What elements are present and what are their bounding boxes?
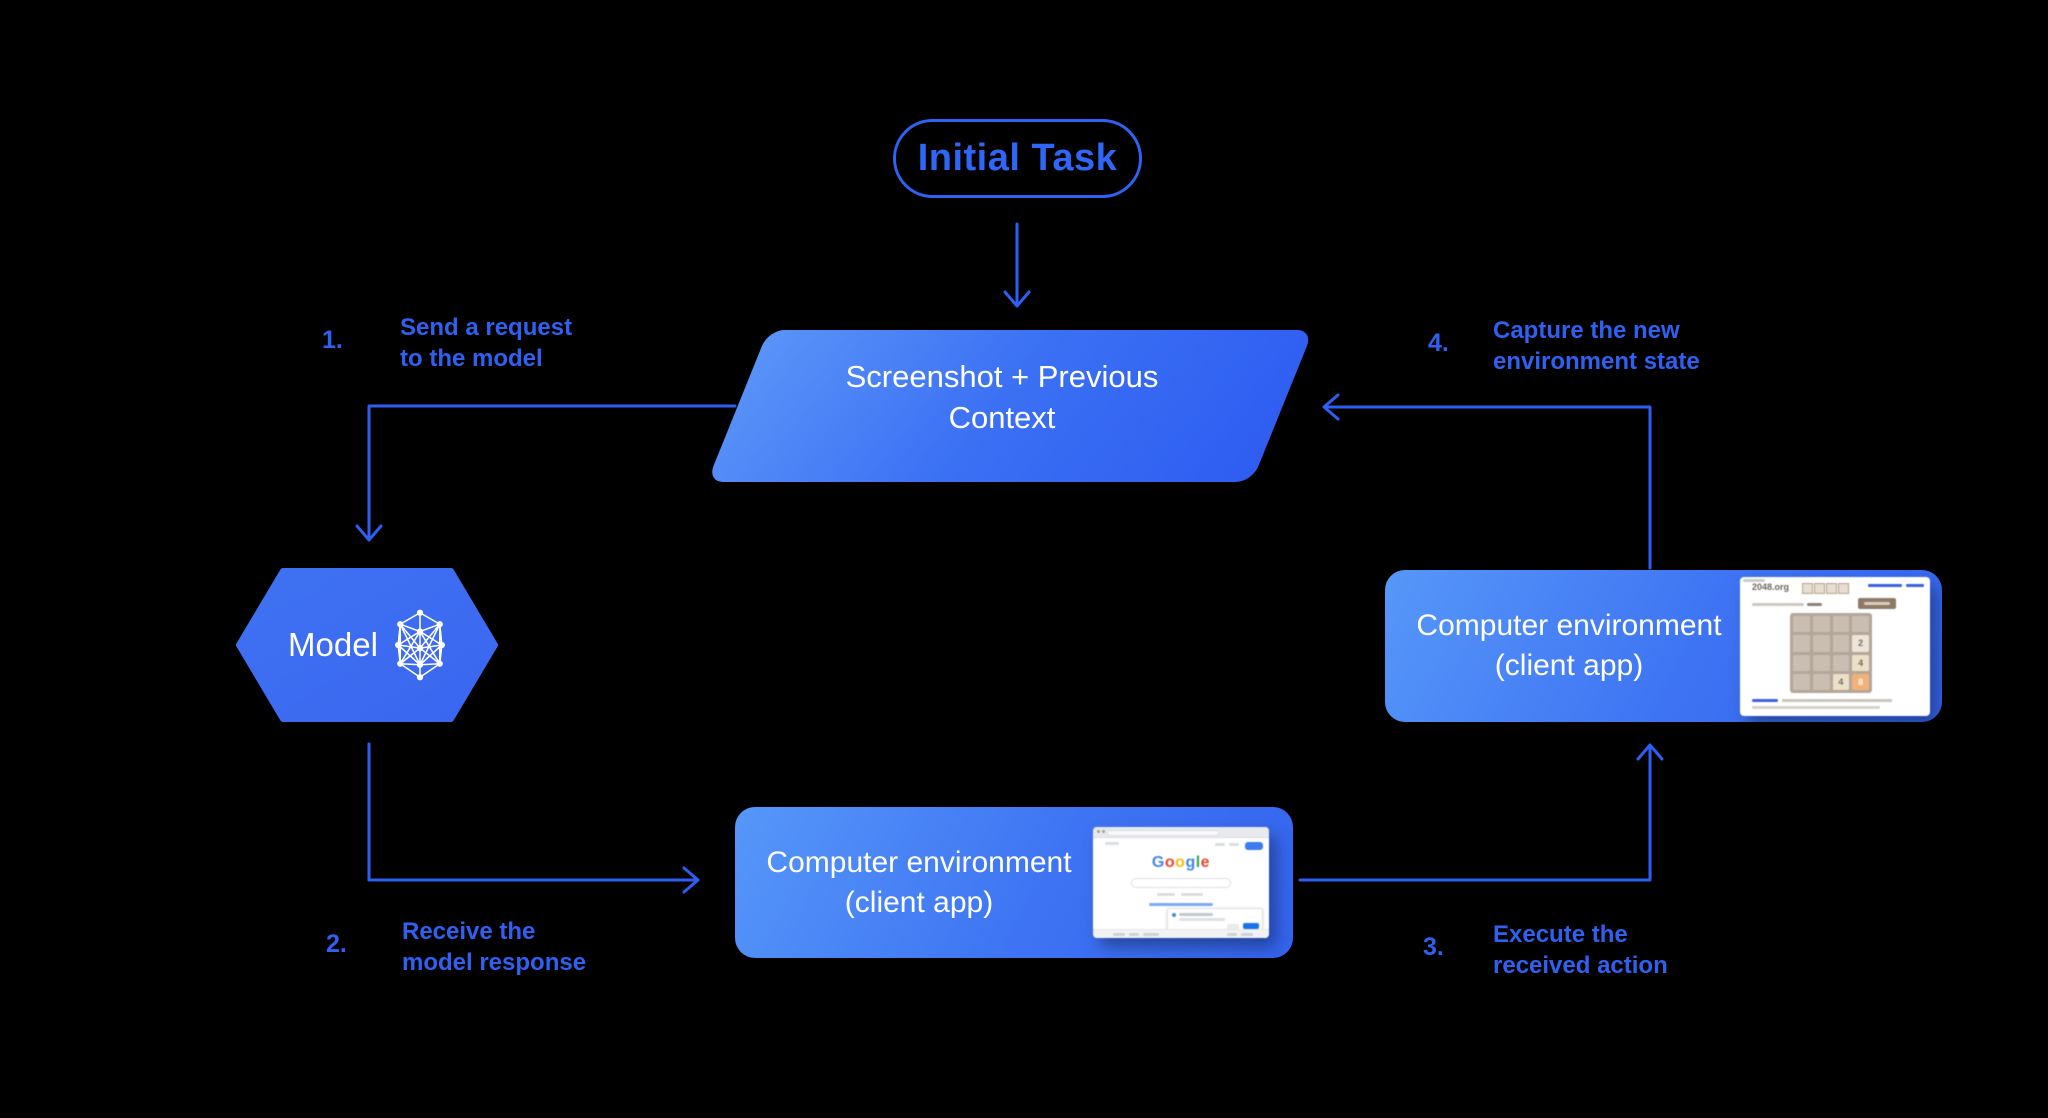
model-hexagon-shape	[236, 568, 498, 722]
arrow-context-to-model	[355, 404, 737, 542]
tile-8: 8	[1852, 673, 1869, 690]
lucky-button	[1181, 893, 1203, 896]
env-capture-node: Computer environment (client app) 2048.o…	[1385, 570, 1942, 722]
step-1-number: 1.	[322, 326, 343, 354]
new-game-label-mark	[1864, 602, 1890, 605]
tagline-mark	[1752, 603, 1804, 606]
grid-cell	[1852, 616, 1869, 633]
grid-cell	[1812, 635, 1830, 652]
grid-cell	[1793, 616, 1810, 633]
dialog-text-line	[1179, 913, 1213, 916]
tile-4: 4	[1832, 673, 1850, 690]
grid-cell	[1832, 616, 1850, 633]
step-4-number: 4.	[1428, 329, 1449, 357]
browser-topbar	[1093, 827, 1269, 838]
grid-cell	[1812, 616, 1830, 633]
new-game-button	[1858, 598, 1896, 609]
nav-link-mark	[1105, 842, 1119, 845]
logo-letter: l	[1195, 854, 1201, 871]
env-executor-node: Computer environment (client app) Google	[735, 807, 1293, 958]
logo-letter: g	[1185, 854, 1196, 871]
logo-letter: o	[1164, 854, 1176, 871]
window-control-dot	[1102, 830, 1105, 833]
game-2048-screenshot-thumbnail: 2048.org 2	[1740, 577, 1930, 716]
initial-task-node: Initial Task	[893, 119, 1142, 198]
step-3-label: Execute the received action	[1493, 921, 1668, 979]
step-3-number: 3.	[1423, 933, 1444, 961]
grid-cell	[1812, 654, 1830, 671]
browser-tab-mark	[1743, 579, 1765, 582]
arrow-model-to-env	[367, 742, 700, 894]
neural-network-icon	[394, 609, 445, 681]
grid-cell	[1793, 635, 1810, 652]
env-capture-label: Computer environment (client app)	[1416, 609, 1722, 682]
promo-link	[1149, 903, 1213, 906]
dialog-secondary-button	[1227, 924, 1239, 929]
logo-letter: e	[1200, 854, 1211, 871]
howto-link-mark	[1752, 699, 1778, 702]
top-link-mark	[1868, 584, 1902, 587]
logo-letter: G	[1151, 854, 1165, 871]
score-box	[1826, 583, 1837, 594]
google-logo: Google	[1093, 854, 1269, 872]
nav-link-mark	[1229, 843, 1239, 846]
window-control-dot	[1097, 830, 1100, 833]
top-link-mark	[1906, 584, 1924, 587]
howto-text-mark	[1752, 706, 1880, 709]
step-2-label: Receive the model response	[402, 918, 587, 976]
grid-cell	[1832, 635, 1850, 652]
tile-2: 2	[1852, 635, 1869, 652]
sign-in-dialog	[1167, 908, 1263, 933]
footer-link-mark	[1113, 933, 1125, 936]
tile-4: 4	[1852, 654, 1869, 671]
grid-cell	[1832, 654, 1850, 671]
step-1-label: Send a request to the model	[400, 314, 573, 372]
screenshot-context-label: Screenshot + Previous Context	[845, 359, 1159, 435]
game-title: 2048.org	[1752, 582, 1790, 592]
grid-cell	[1793, 673, 1810, 690]
google-screenshot-thumbnail: Google	[1093, 827, 1269, 938]
initial-task-label: Initial Task	[917, 137, 1118, 179]
search-box	[1131, 878, 1231, 888]
footer-link-mark	[1143, 933, 1159, 936]
howto-text-mark	[1782, 699, 1892, 702]
dialog-text-line	[1179, 918, 1225, 921]
env-executor-label: Computer environment (client app)	[766, 845, 1072, 919]
address-bar	[1107, 830, 1219, 836]
page-footer	[1093, 929, 1269, 938]
grid-cell	[1812, 673, 1830, 690]
step-2-number: 2.	[326, 930, 347, 958]
logo-letter: o	[1175, 854, 1186, 871]
search-button	[1157, 893, 1175, 896]
nav-link-mark	[1215, 843, 1225, 846]
tagline-bold-mark	[1807, 603, 1822, 606]
dialog-icon	[1172, 913, 1176, 917]
grid-cell	[1793, 654, 1810, 671]
sign-in-button	[1245, 842, 1263, 850]
arrow-env-to-context	[1322, 393, 1652, 570]
footer-link-mark	[1227, 933, 1237, 936]
score-box	[1814, 583, 1825, 594]
footer-link-mark	[1241, 933, 1253, 936]
score-box	[1802, 583, 1813, 594]
score-box	[1838, 583, 1849, 594]
arrow-env-to-env	[1298, 743, 1664, 882]
footer-link-mark	[1129, 933, 1139, 936]
model-label: Model	[288, 626, 378, 663]
model-node: Model	[236, 566, 498, 724]
dialog-primary-button	[1243, 923, 1259, 929]
step-4-label: Capture the new environment state	[1493, 317, 1700, 375]
arrow-task-to-context	[1003, 222, 1031, 308]
game-grid: 2 4 4 8	[1790, 613, 1872, 693]
